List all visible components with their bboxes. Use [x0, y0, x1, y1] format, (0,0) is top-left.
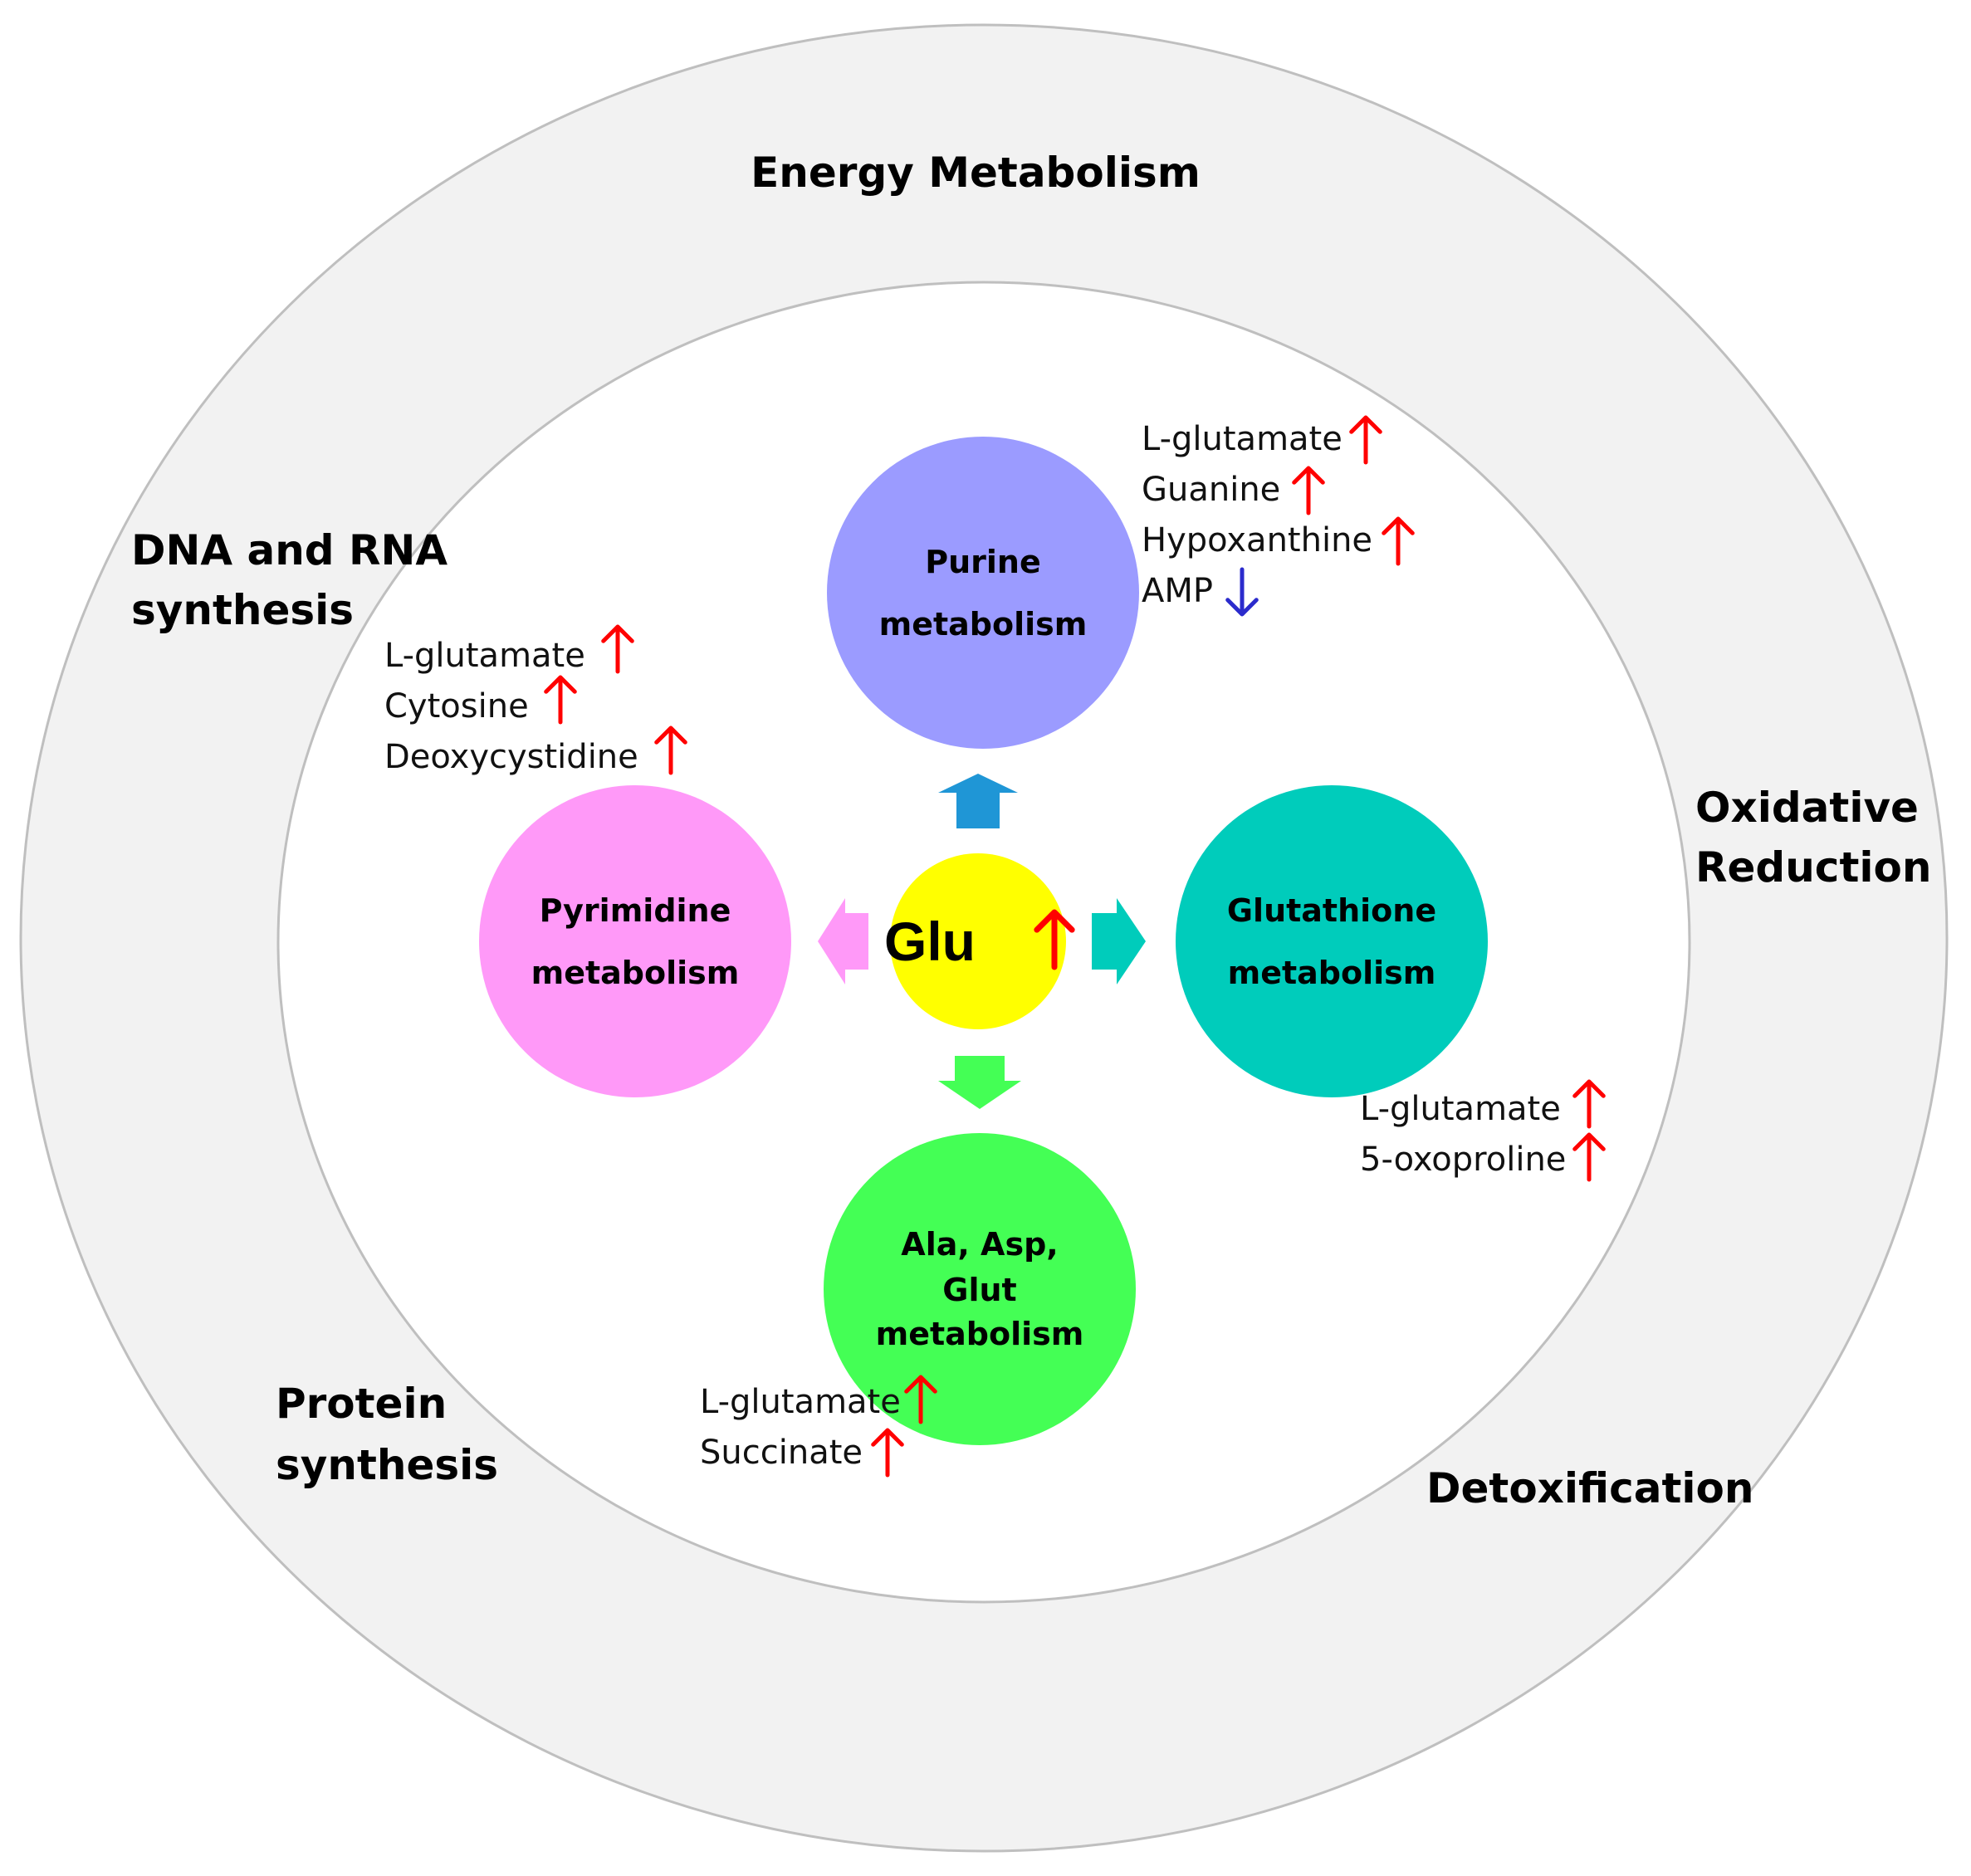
purine-metabolite-1-trend-icon — [1349, 415, 1382, 465]
purine-metabolites: L-glutamate Guanine Hypoxanthine AMP — [1142, 415, 1415, 617]
label-dna-rna-synthesis-line2: synthesis — [131, 586, 354, 634]
purine-metabolite-2-trend-icon — [1292, 466, 1325, 515]
glutathione-metabolites: L-glutamate 5-oxoproline — [1360, 1079, 1606, 1182]
pyrimidine-metabolite-1: L-glutamate — [384, 637, 585, 675]
ala-asp-glut-metabolite-2: Succinate — [700, 1434, 863, 1472]
ala-asp-glut-metabolite-2-trend-icon — [871, 1428, 904, 1478]
pyrimidine-metabolite-3-trend-icon — [654, 725, 687, 775]
arrow-to-pyrimidine — [818, 898, 868, 984]
purine-label-line1: Purine — [925, 544, 1041, 580]
ala-asp-glut-label-line3: metabolism — [876, 1316, 1084, 1352]
arrow-to-purine — [938, 774, 1018, 828]
ala-asp-glut-metabolites: L-glutamate Succinate — [700, 1375, 937, 1478]
arrow-to-ala-asp-glut — [938, 1056, 1021, 1109]
purine-metabolite-2: Guanine — [1142, 471, 1280, 509]
pyrimidine-label-line1: Pyrimidine — [540, 892, 731, 929]
glu-center-node — [890, 853, 1066, 1029]
glu-label: Glu — [884, 911, 976, 972]
arrow-to-glutathione — [1092, 898, 1146, 984]
glutathione-metabolite-1-trend-icon — [1572, 1079, 1606, 1129]
label-energy-metabolism: Energy Metabolism — [751, 149, 1201, 197]
pyrimidine-metabolite-1-trend-icon — [601, 624, 634, 674]
glutathione-label-line1: Glutathione — [1227, 892, 1436, 929]
glutathione-metabolite-2: 5-oxoproline — [1360, 1141, 1566, 1179]
glutathione-label-line2: metabolism — [1228, 955, 1436, 991]
purine-metabolite-4: AMP — [1142, 572, 1213, 610]
pyrimidine-metabolites: L-glutamate Cytosine Deoxycystidine — [384, 624, 687, 776]
label-oxidative-reduction-line2: Reduction — [1695, 843, 1931, 892]
purine-label-line2: metabolism — [879, 606, 1088, 642]
label-protein-synthesis-line1: Protein — [276, 1380, 447, 1428]
label-detoxification: Detoxification — [1426, 1464, 1753, 1512]
purine-metabolite-3-trend-icon — [1382, 516, 1415, 566]
pyrimidine-metabolite-2-trend-icon — [544, 675, 577, 725]
label-oxidative-reduction-line1: Oxidative — [1695, 784, 1919, 832]
glutathione-metabolite-1: L-glutamate — [1360, 1090, 1561, 1128]
pyrimidine-node — [479, 785, 791, 1097]
pyrimidine-metabolite-2: Cytosine — [384, 687, 529, 725]
glutathione-metabolite-2-trend-icon — [1572, 1132, 1606, 1182]
label-dna-rna-synthesis-line1: DNA and RNA — [131, 526, 448, 574]
pyrimidine-label-line2: metabolism — [531, 955, 740, 991]
glu-up-arrow-icon — [1034, 909, 1075, 970]
ala-asp-glut-label-line2: Glut — [942, 1272, 1016, 1308]
label-protein-synthesis-line2: synthesis — [276, 1441, 498, 1489]
ala-asp-glut-metabolite-1: L-glutamate — [700, 1383, 901, 1421]
ala-asp-glut-label-line1: Ala, Asp, — [901, 1226, 1058, 1263]
purine-metabolite-1: L-glutamate — [1142, 420, 1343, 458]
pyrimidine-metabolite-3: Deoxycystidine — [384, 738, 638, 776]
ala-asp-glut-node — [824, 1133, 1136, 1445]
ala-asp-glut-metabolite-1-trend-icon — [904, 1375, 937, 1424]
purine-metabolite-4-trend-icon — [1225, 567, 1259, 617]
glutathione-node — [1176, 785, 1488, 1097]
purine-node — [827, 437, 1139, 749]
purine-metabolite-3: Hypoxanthine — [1142, 521, 1372, 559]
